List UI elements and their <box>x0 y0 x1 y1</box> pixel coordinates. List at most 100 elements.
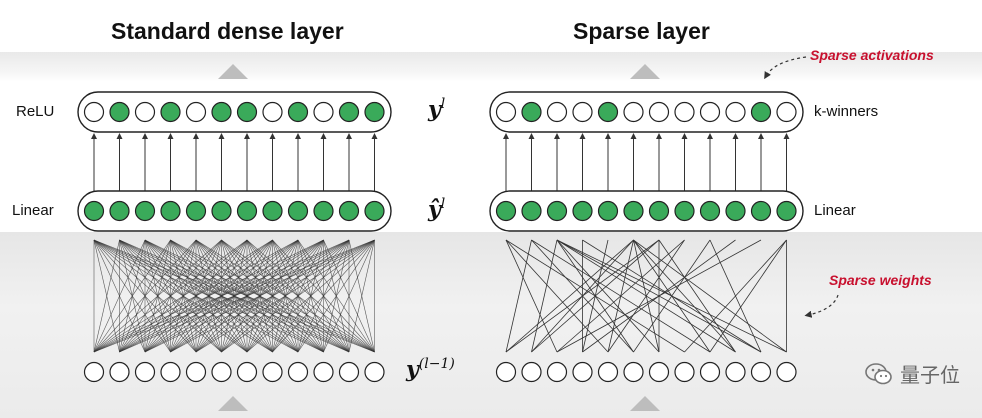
linear-unit <box>572 200 593 222</box>
linear-unit <box>160 200 181 222</box>
input-unit <box>725 361 746 383</box>
k-winners-label: k-winners <box>814 103 879 120</box>
linear-unit <box>313 200 334 222</box>
linear-unit <box>776 200 797 222</box>
annotation-arrow <box>804 294 839 318</box>
input-unit <box>674 361 695 383</box>
relu-label: ReLU <box>16 103 55 120</box>
input-unit <box>262 361 283 383</box>
sparse-connection <box>505 239 609 353</box>
sparse-connection <box>505 239 532 353</box>
sparse-connection <box>556 239 787 353</box>
dense-connection <box>195 239 375 353</box>
linear-unit <box>338 200 360 222</box>
relu-unit <box>313 101 334 123</box>
watermark-text: 量子位 <box>900 365 960 387</box>
linear-unit <box>83 200 105 222</box>
linear-layer-capsule-left <box>77 190 392 232</box>
sparse-title: Sparse layer <box>573 18 710 44</box>
linear-unit <box>109 200 130 222</box>
dense-connection <box>93 239 324 353</box>
k-winners-layer-capsule <box>489 91 804 133</box>
k-winners-unit <box>495 101 517 123</box>
relu-unit <box>338 101 360 123</box>
input-unit <box>495 361 517 383</box>
relu-unit <box>83 101 105 123</box>
k-winners-unit <box>648 101 670 123</box>
sparse-connection <box>505 239 685 353</box>
input-unit <box>521 361 542 383</box>
input-unit <box>776 361 797 383</box>
linear-unit <box>699 200 721 222</box>
dense-connection <box>297 239 375 353</box>
input-unit <box>287 361 309 383</box>
sparse-connection <box>658 239 736 353</box>
input-unit <box>572 361 593 383</box>
linear-unit <box>211 200 232 222</box>
linear-unit <box>236 200 258 222</box>
linear-unit <box>364 200 385 222</box>
dense-connection <box>93 239 222 353</box>
linear-unit <box>623 200 644 222</box>
k-winners-unit <box>776 101 797 123</box>
dense-connection <box>93 239 375 353</box>
relu-unit <box>236 101 258 123</box>
k-winners-unit <box>699 101 721 123</box>
watermark: 量子位 <box>864 359 960 388</box>
dense-connection <box>93 239 248 353</box>
input-unit <box>699 361 721 383</box>
relu-unit <box>134 101 156 123</box>
sparse-connection <box>556 239 762 353</box>
input-unit <box>313 361 334 383</box>
linear-unit <box>287 200 309 222</box>
sparse-connection <box>556 239 736 353</box>
input-unit <box>648 361 670 383</box>
relu-unit <box>364 101 385 123</box>
dense-connection <box>323 239 375 353</box>
sparse-connection <box>531 239 558 353</box>
sparse-connection <box>531 239 711 353</box>
dense-connection <box>93 239 299 353</box>
sparse-connection <box>633 239 736 353</box>
input-unit <box>236 361 258 383</box>
dense-connection <box>93 239 350 353</box>
dense-connection <box>348 239 375 353</box>
input-unit <box>109 361 130 383</box>
dense-connection <box>272 239 375 353</box>
linear-unit <box>648 200 670 222</box>
top-band <box>0 52 982 82</box>
y-prev-layer-symbol: y(l−1) <box>406 356 455 383</box>
sparse-activations-annotation: Sparse activations <box>810 47 934 63</box>
sparse-connection <box>633 239 787 353</box>
input-unit <box>83 361 105 383</box>
relu-unit <box>185 101 207 123</box>
linear-label-right: Linear <box>814 202 856 219</box>
y-hat-l-symbol: ŷl <box>428 196 446 223</box>
y-l-symbol: yl <box>428 96 446 123</box>
sparse-weights-annotation: Sparse weights <box>829 272 932 288</box>
linear-unit <box>725 200 746 222</box>
dense-title: Standard dense layer <box>111 18 344 44</box>
dense-connection <box>221 239 375 353</box>
input-unit <box>623 361 644 383</box>
linear-unit <box>262 200 283 222</box>
dense-connection <box>93 239 273 353</box>
linear-label-left: Linear <box>12 202 54 219</box>
up-arrow-icon <box>630 396 660 411</box>
wechat-icon <box>865 362 892 384</box>
dense-connection <box>119 239 375 353</box>
linear-layer-capsule-right <box>489 190 804 232</box>
dense-connection <box>93 239 146 353</box>
relu-unit <box>109 101 130 123</box>
sparse-connection <box>505 239 634 353</box>
k-winners-unit <box>750 101 772 123</box>
linear-unit <box>597 200 619 222</box>
linear-unit <box>134 200 156 222</box>
input-unit <box>160 361 181 383</box>
sparse-connection <box>505 239 558 353</box>
sparse-connection <box>709 239 787 353</box>
k-winners-unit <box>572 101 593 123</box>
input-unit <box>134 361 156 383</box>
input-unit <box>338 361 360 383</box>
